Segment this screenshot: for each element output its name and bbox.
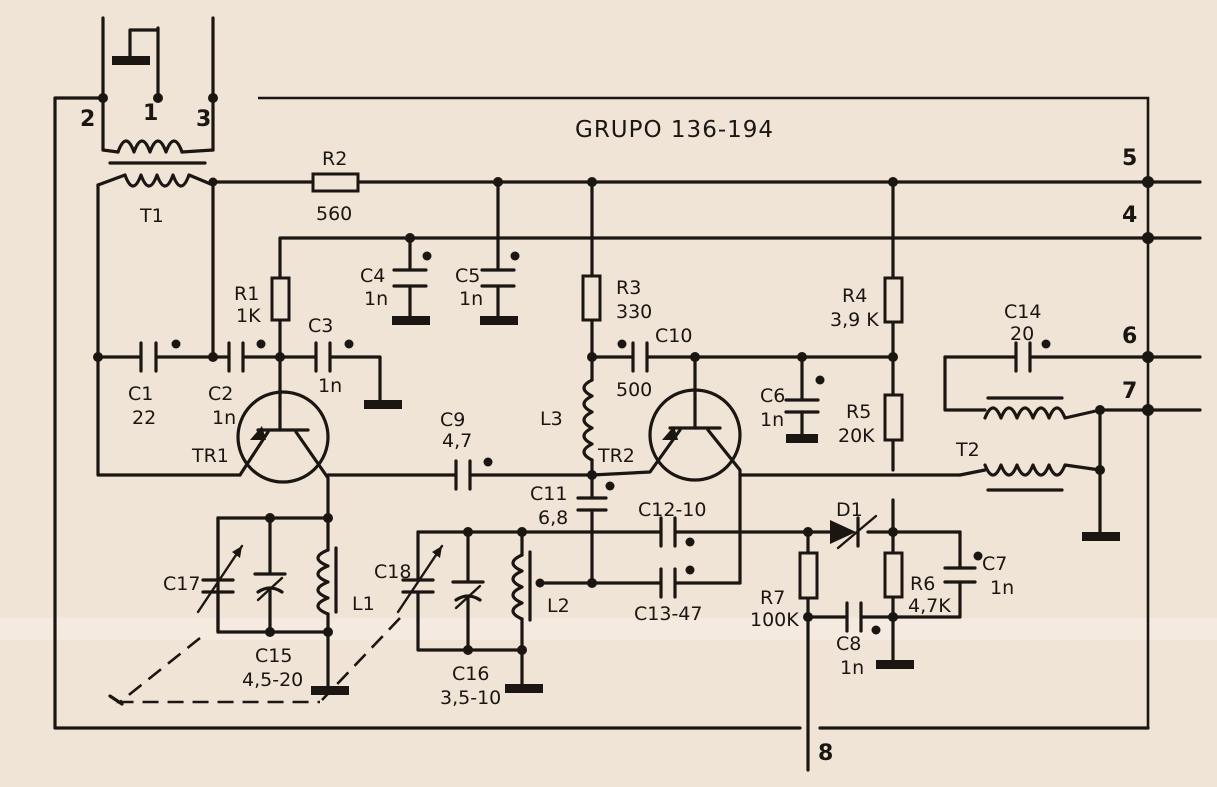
capacitor-c9 xyxy=(326,457,594,491)
terminal-7-label: 7 xyxy=(1122,379,1137,404)
detector-network xyxy=(693,180,983,772)
c8-value: 1n xyxy=(840,657,864,679)
resistor-r7 xyxy=(798,551,819,600)
c4-ref: C4 xyxy=(360,265,385,287)
c13-ref: C13-47 xyxy=(634,603,702,625)
terminal-5-label: 5 xyxy=(1122,146,1137,171)
terminal-3-label: 3 xyxy=(196,107,211,132)
c10-value: 500 xyxy=(616,379,652,401)
r7-ref: R7 xyxy=(760,587,785,609)
c10-ref: C10 xyxy=(655,325,692,347)
c6-value: 1n xyxy=(760,409,784,431)
l1-ref: L1 xyxy=(352,593,375,615)
c9-ref: C9 xyxy=(440,409,465,431)
capacitor-c4 xyxy=(392,236,432,325)
c1-value: 22 xyxy=(132,407,156,429)
c2-ref: C2 xyxy=(208,383,233,405)
resistor-r2 xyxy=(311,172,360,193)
r1-ref: R1 xyxy=(234,283,259,305)
resistor-r3 xyxy=(581,274,602,322)
c5-value: 1n xyxy=(459,288,483,310)
terminal-1-label: 1 xyxy=(143,101,158,126)
r5-ref: R5 xyxy=(846,401,871,423)
r4-value: 3,9 K xyxy=(830,309,879,331)
terminal-8-label: 8 xyxy=(818,741,833,766)
c17-ref: C17 xyxy=(163,573,200,595)
r2-value: 560 xyxy=(316,203,352,225)
tank-circuit-2 xyxy=(321,516,810,701)
group-enclosure xyxy=(53,96,1150,730)
t1-ref: T1 xyxy=(139,205,164,227)
r1-value: 1K xyxy=(236,305,261,327)
terminal-6-label: 6 xyxy=(1122,324,1137,349)
transformer-t1 xyxy=(96,16,218,188)
c5-ref: C5 xyxy=(455,265,480,287)
input-network xyxy=(93,180,402,477)
transistor-tr2 xyxy=(590,355,962,585)
l2-ref: L2 xyxy=(547,595,570,617)
r3-ref: R3 xyxy=(616,277,641,299)
output-network xyxy=(943,339,1202,541)
r7-value: 100K xyxy=(750,609,799,631)
r5-value: 20K xyxy=(838,425,875,447)
r2-ref: R2 xyxy=(322,148,347,170)
c7-ref: C7 xyxy=(982,553,1007,575)
resistor-r1 xyxy=(270,276,291,322)
ground-t1-shield xyxy=(112,56,150,65)
r6-value: 4,7K xyxy=(908,595,951,617)
r3-value: 330 xyxy=(616,301,652,323)
c18-ref: C18 xyxy=(374,561,411,583)
transistor-tr1 xyxy=(236,390,330,520)
paper-crease xyxy=(0,618,1217,640)
c16-ref: C16 xyxy=(452,663,489,685)
terminal-4-label: 4 xyxy=(1122,203,1137,228)
resistor-r6 xyxy=(883,551,904,599)
l3-ref: L3 xyxy=(540,408,563,430)
c7-value: 1n xyxy=(990,577,1014,599)
c11-ref: C11 xyxy=(530,483,567,505)
c4-value: 1n xyxy=(364,288,388,310)
c1-ref: C1 xyxy=(128,383,153,405)
t2-ref: T2 xyxy=(955,439,980,461)
resistor-r4 xyxy=(883,276,904,324)
resistor-r5 xyxy=(883,393,904,442)
tank-circuit-1 xyxy=(108,513,349,706)
supply-rails xyxy=(211,176,1202,280)
tr1-ref: TR1 xyxy=(191,445,229,467)
c3-value: 1n xyxy=(318,375,342,397)
c12-ref: C12-10 xyxy=(638,499,706,521)
c8-ref: C8 xyxy=(836,633,861,655)
oscillator-stage-2 xyxy=(576,180,700,534)
c9-value: 4,7 xyxy=(442,430,472,452)
c16-value: 3,5-10 xyxy=(440,687,501,709)
c14-value: 20 xyxy=(1010,323,1034,345)
c15-ref: C15 xyxy=(255,645,292,667)
r6-ref: R6 xyxy=(910,573,935,595)
c11-value: 6,8 xyxy=(538,507,568,529)
r4-ref: R4 xyxy=(842,285,867,307)
c2-value: 1n xyxy=(212,407,236,429)
c14-ref: C14 xyxy=(1004,301,1041,323)
c3-ref: C3 xyxy=(308,315,333,337)
c6-ref: C6 xyxy=(760,385,785,407)
terminal-2-label: 2 xyxy=(80,107,95,132)
d1-ref: D1 xyxy=(836,499,863,521)
group-title: GRUPO 136-194 xyxy=(575,117,774,143)
c15-value: 4,5-20 xyxy=(242,669,303,691)
tr2-ref: TR2 xyxy=(597,445,635,467)
capacitor-c5 xyxy=(480,180,520,325)
